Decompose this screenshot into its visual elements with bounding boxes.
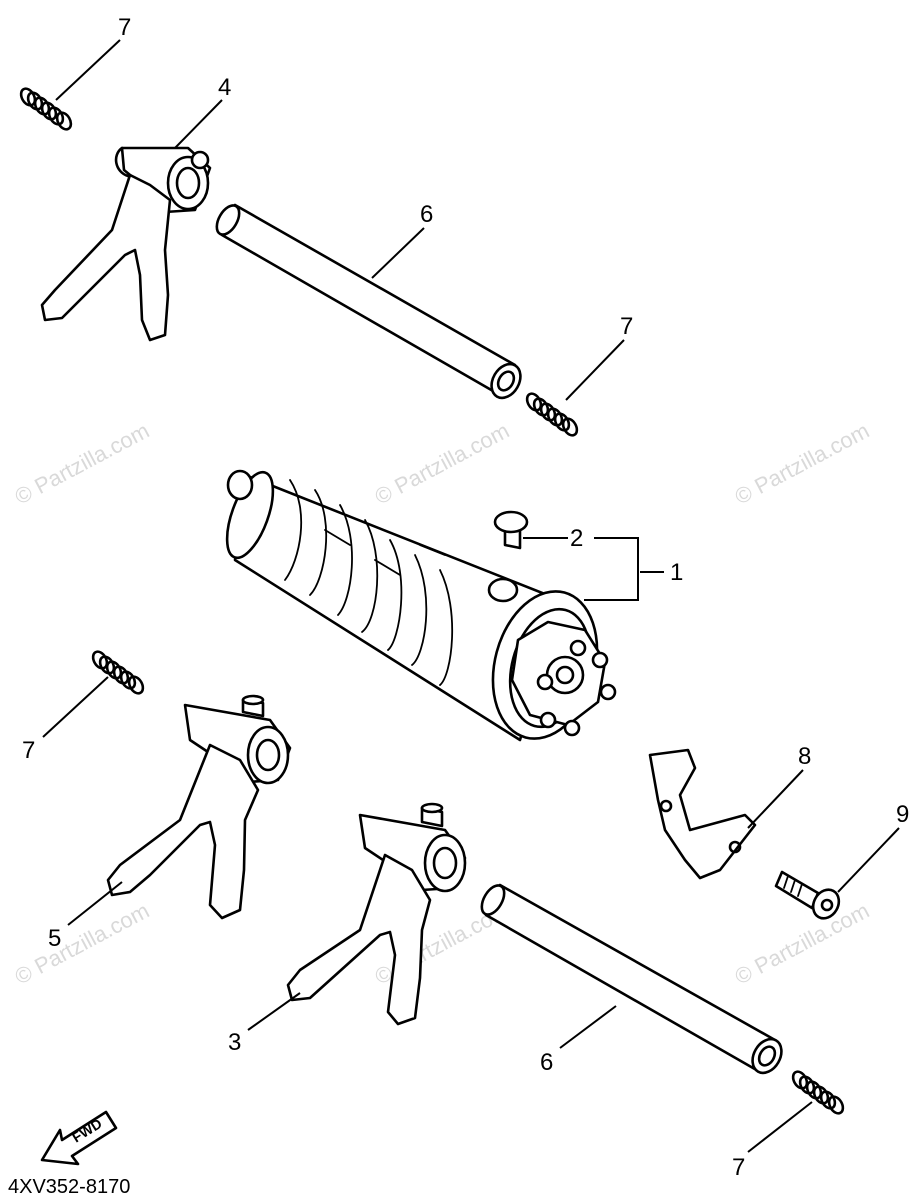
callout-7-top-right: 7 <box>620 313 633 340</box>
callout-labels: 7 4 6 7 2 1 7 8 9 5 3 6 7 <box>22 14 909 1181</box>
callout-3: 3 <box>228 1029 241 1056</box>
callout-7-top-left: 7 <box>118 14 131 41</box>
spring-top-left[interactable] <box>18 86 73 132</box>
diagram-code: 4XV352-8170 <box>8 1176 130 1198</box>
callout-9: 9 <box>896 801 909 828</box>
bolt[interactable] <box>774 870 844 923</box>
callout-2: 2 <box>570 525 583 552</box>
shift-fork-5[interactable] <box>106 694 292 920</box>
spring-top-right[interactable] <box>524 391 579 438</box>
spring-middle-left[interactable] <box>90 649 145 696</box>
watermark-lower-left: © Partzilla.com <box>11 898 154 990</box>
watermark-right: © Partzilla.com <box>731 418 874 510</box>
callout-6-top: 6 <box>420 201 433 228</box>
watermarks: © Partzilla.com © Partzilla.com © Partzi… <box>11 418 874 990</box>
watermark-left: © Partzilla.com <box>11 418 154 510</box>
stopper-plate[interactable] <box>648 748 757 880</box>
shift-shaft-top[interactable] <box>212 202 526 403</box>
shift-fork-3[interactable] <box>286 802 467 1026</box>
watermark-center: © Partzilla.com <box>371 418 514 510</box>
callout-1: 1 <box>670 559 683 586</box>
callout-6-bottom: 6 <box>540 1049 553 1076</box>
spring-bottom-right[interactable] <box>790 1069 845 1116</box>
callout-8: 8 <box>798 743 811 770</box>
watermark-lower-right: © Partzilla.com <box>731 898 874 990</box>
callout-5: 5 <box>48 925 61 952</box>
shift-shaft-bottom[interactable] <box>477 882 787 1078</box>
callout-7-middle-left: 7 <box>22 737 35 764</box>
callout-7-bottom-right: 7 <box>732 1154 745 1181</box>
shift-drum-pin[interactable] <box>493 510 529 550</box>
forward-arrow-icon: FWD <box>40 1110 118 1166</box>
shift-fork-4[interactable] <box>40 146 212 342</box>
callout-4: 4 <box>218 74 231 101</box>
leader-lines <box>42 39 900 1153</box>
shift-drum-assembly[interactable] <box>218 467 617 751</box>
